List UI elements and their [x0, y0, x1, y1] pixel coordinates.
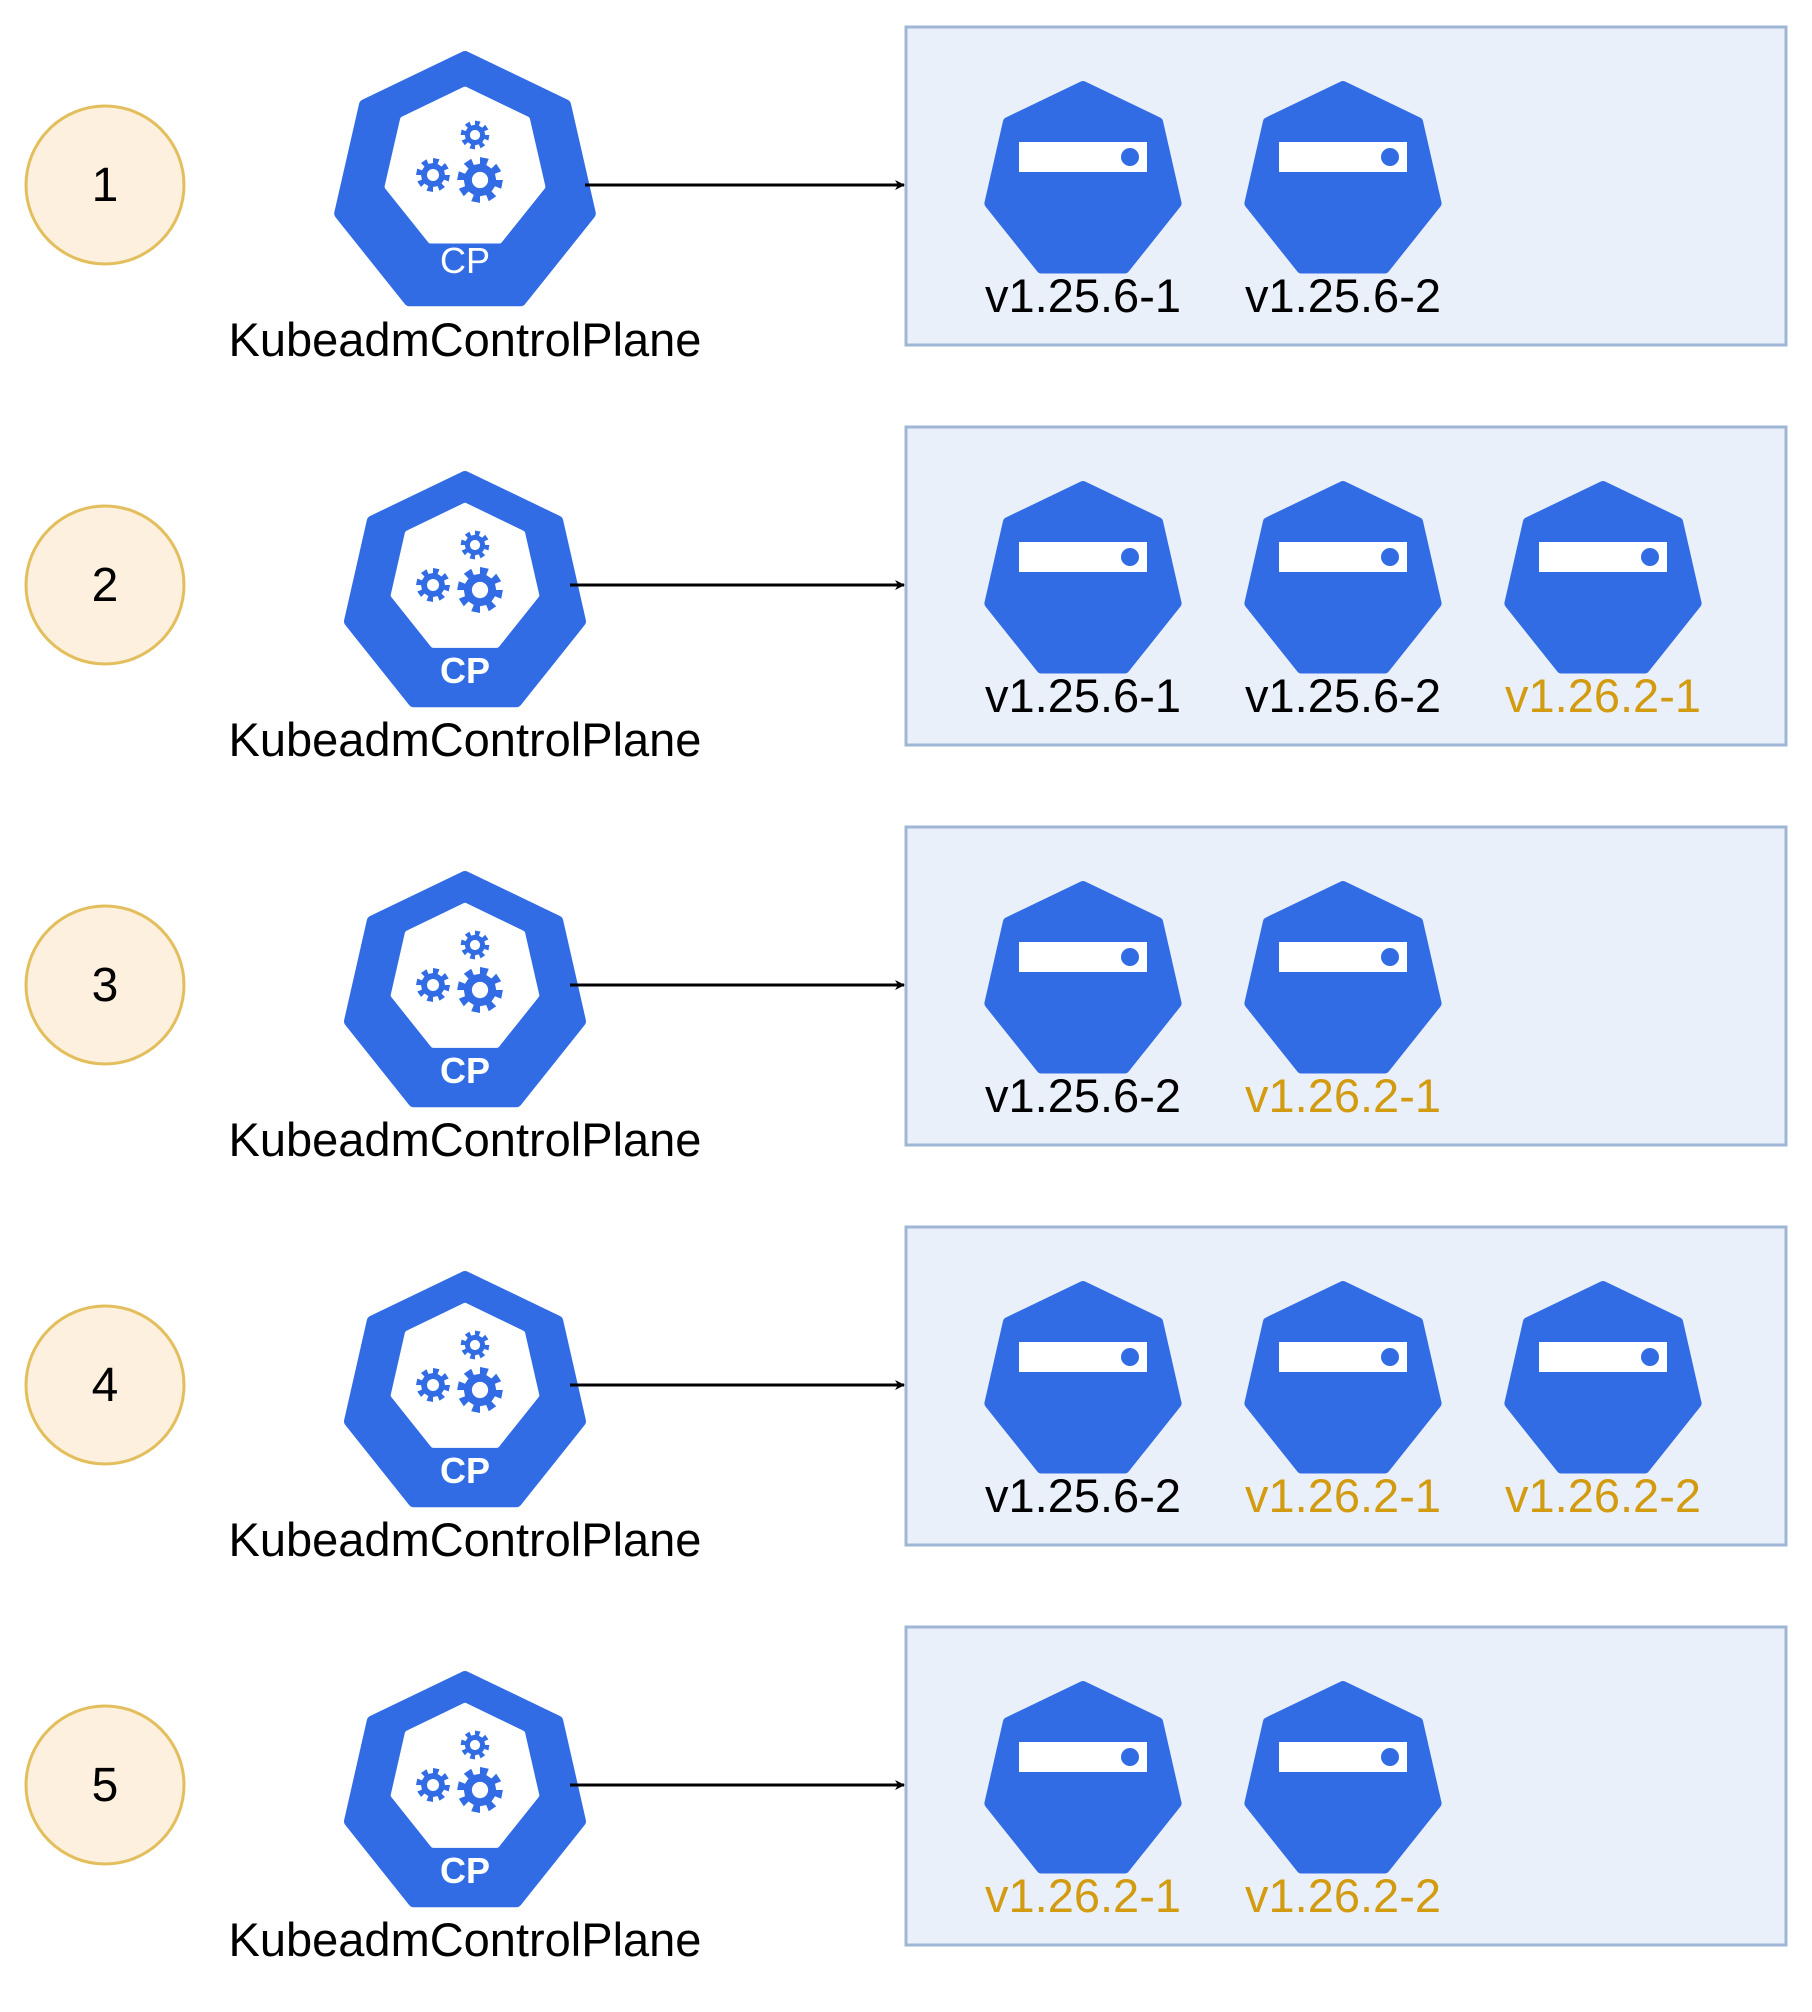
gear-icon — [460, 1730, 490, 1760]
machine-version-label: v1.26.2-2 — [1245, 1869, 1441, 1922]
machine-node[interactable]: v1.26.2-2 — [1504, 1281, 1702, 1522]
step-number: 4 — [92, 1359, 119, 1412]
cp-badge: CP — [440, 1850, 490, 1891]
step-circle: 2 — [24, 504, 186, 666]
machine-version-label: v1.25.6-2 — [985, 1469, 1181, 1522]
cp-badge: CP — [440, 240, 490, 281]
kubernetes-node-icon — [1504, 481, 1702, 674]
machine-node[interactable]: v1.26.2-1 — [1504, 481, 1702, 722]
machine-node[interactable]: v1.25.6-1 — [984, 81, 1182, 322]
machine-version-label: v1.26.2-1 — [985, 1869, 1181, 1922]
machine-version-label: v1.25.6-2 — [1245, 269, 1441, 322]
machine-node[interactable]: v1.25.6-2 — [984, 1281, 1182, 1522]
kubernetes-node-icon — [984, 1281, 1182, 1474]
gear-icon — [460, 530, 490, 560]
control-plane-label: KubeadmControlPlane — [229, 713, 702, 766]
gear-icon — [460, 1330, 490, 1360]
kubernetes-node-icon — [1244, 81, 1442, 274]
gear-icon — [457, 1367, 503, 1413]
step-number: 1 — [92, 159, 119, 212]
machine-version-label: v1.25.6-2 — [985, 1069, 1181, 1122]
control-plane[interactable]: CP KubeadmControlPlane — [229, 1671, 702, 1966]
control-plane[interactable]: CP KubeadmControlPlane — [229, 471, 702, 766]
kubernetes-node-icon — [1244, 481, 1442, 674]
gear-icon — [457, 967, 503, 1013]
machine-node[interactable]: v1.25.6-2 — [1244, 81, 1442, 322]
kubernetes-node-icon — [1244, 881, 1442, 1074]
machine-version-label: v1.26.2-2 — [1505, 1469, 1701, 1522]
control-plane[interactable]: CP KubeadmControlPlane — [229, 871, 702, 1166]
cp-badge: CP — [440, 1050, 490, 1091]
step-circle: 1 — [24, 104, 186, 266]
kubernetes-control-plane-icon: CP — [334, 51, 596, 307]
machine-node[interactable]: v1.25.6-2 — [1244, 481, 1442, 722]
control-plane[interactable]: CP KubeadmControlPlane — [229, 1271, 702, 1566]
gear-icon — [457, 1767, 503, 1813]
step-circle: 5 — [24, 1704, 186, 1866]
gear-icon — [416, 968, 450, 1002]
kubernetes-control-plane-icon: CP — [344, 1271, 586, 1508]
gear-icon — [416, 1368, 450, 1402]
machine-node[interactable]: v1.26.2-1 — [1244, 881, 1442, 1122]
step-number: 2 — [92, 559, 119, 612]
control-plane-label: KubeadmControlPlane — [229, 1913, 702, 1966]
step-number: 3 — [92, 959, 119, 1012]
control-plane-label: KubeadmControlPlane — [229, 1513, 702, 1566]
kubernetes-node-icon — [984, 481, 1182, 674]
machine-version-label: v1.25.6-1 — [985, 669, 1181, 722]
cp-badge: CP — [440, 1450, 490, 1491]
kubernetes-node-icon — [984, 1681, 1182, 1874]
step-circle: 4 — [24, 1304, 186, 1466]
gear-icon — [460, 120, 490, 150]
gear-icon — [416, 568, 450, 602]
machine-version-label: v1.26.2-1 — [1505, 669, 1701, 722]
kubernetes-node-icon — [1244, 1281, 1442, 1474]
control-plane-label: KubeadmControlPlane — [229, 1113, 702, 1166]
machine-node[interactable]: v1.25.6-1 — [984, 481, 1182, 722]
machine-node[interactable]: v1.25.6-2 — [984, 881, 1182, 1122]
kubernetes-control-plane-icon: CP — [344, 471, 586, 708]
kubernetes-node-icon — [1504, 1281, 1702, 1474]
gear-icon — [416, 1768, 450, 1802]
kubernetes-node-icon — [1244, 1681, 1442, 1874]
machine-node[interactable]: v1.26.2-1 — [984, 1681, 1182, 1922]
control-plane-label: KubeadmControlPlane — [229, 313, 702, 366]
machine-version-label: v1.26.2-1 — [1245, 1469, 1441, 1522]
kubernetes-control-plane-icon: CP — [344, 1671, 586, 1908]
machine-node[interactable]: v1.26.2-1 — [1244, 1281, 1442, 1522]
kubernetes-control-plane-icon: CP — [344, 871, 586, 1108]
gear-icon — [460, 930, 490, 960]
kubernetes-node-icon — [984, 81, 1182, 274]
kubernetes-node-icon — [984, 881, 1182, 1074]
cp-badge: CP — [440, 650, 490, 691]
gear-icon — [457, 157, 503, 203]
gear-icon — [457, 567, 503, 613]
machine-version-label: v1.25.6-1 — [985, 269, 1181, 322]
machine-node[interactable]: v1.26.2-2 — [1244, 1681, 1442, 1922]
step-circle: 3 — [24, 904, 186, 1066]
machine-version-label: v1.26.2-1 — [1245, 1069, 1441, 1122]
control-plane[interactable]: CP KubeadmControlPlane — [229, 51, 702, 366]
machine-version-label: v1.25.6-2 — [1245, 669, 1441, 722]
step-number: 5 — [92, 1759, 119, 1812]
gear-icon — [416, 158, 450, 192]
